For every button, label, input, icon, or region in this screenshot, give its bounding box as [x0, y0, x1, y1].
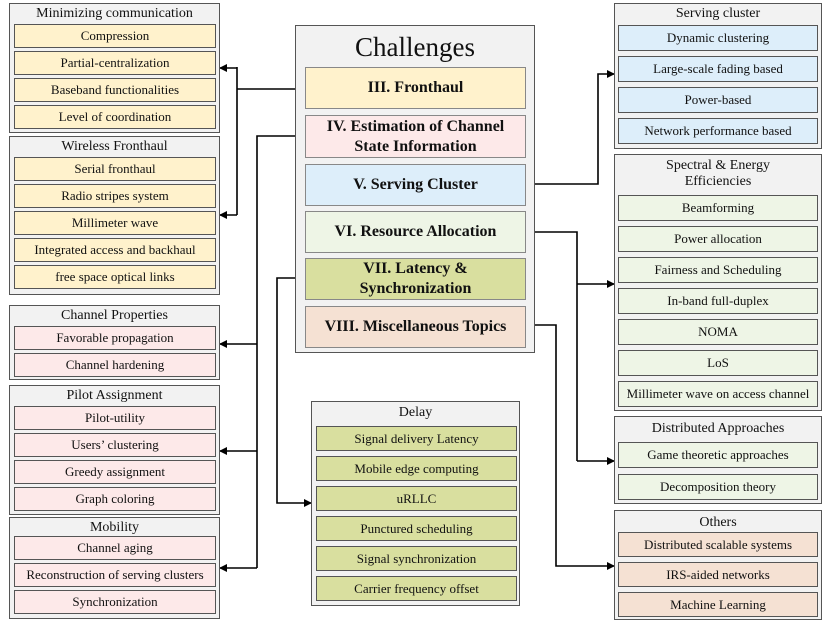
group-distributed-approaches: Distributed Approaches Game theoretic ap…: [614, 416, 822, 504]
item-power-allocation: Power allocation: [618, 226, 818, 252]
arrow-to-serving: [526, 70, 615, 185]
item-decomposition-theory: Decomposition theory: [618, 474, 818, 500]
group-title: Serving cluster: [675, 6, 761, 21]
item-greedy-assignment: Greedy assignment: [14, 460, 216, 484]
item-level-of-coordination: Level of coordination: [14, 105, 216, 129]
item-power-based: Power-based: [618, 87, 818, 113]
item-compression: Compression: [14, 24, 216, 48]
item-los: LoS: [618, 350, 818, 376]
group-title: Pilot Assignment: [66, 388, 163, 403]
item-machine-learning: Machine Learning: [618, 592, 818, 617]
group-minimizing-communication: Minimizing communication Compression Par…: [9, 3, 220, 133]
group-title: Minimizing communication: [36, 6, 193, 21]
group-title: Mobility: [89, 520, 139, 535]
group-delay: Delay Signal delivery Latency Mobile edg…: [311, 401, 520, 606]
group-wireless-fronthaul: Wireless Fronthaul Serial fronthaul Radi…: [9, 136, 220, 295]
group-title: Channel Properties: [61, 308, 168, 323]
group-spectral-energy: Spectral & Energy Efficiencies Beamformi…: [614, 154, 822, 411]
item-mmwave-access: Millimeter wave on access channel: [618, 381, 818, 407]
challenge-csi-estimation: IV. Estimation of Channel State Informat…: [305, 115, 526, 158]
item-millimeter-wave: Millimeter wave: [14, 211, 216, 235]
item-game-theoretic: Game theoretic approaches: [618, 442, 818, 468]
item-large-scale-fading: Large-scale fading based: [618, 56, 818, 82]
item-serial-fronthaul: Serial fronthaul: [14, 157, 216, 181]
challenge-misc-topics: VIII. Miscellaneous Topics: [305, 306, 526, 348]
item-fairness-scheduling: Fairness and Scheduling: [618, 257, 818, 283]
challenge-fronthaul: III. Fronthaul: [305, 67, 526, 109]
item-free-space-optical: free space optical links: [14, 265, 216, 289]
group-title: Distributed Approaches: [651, 421, 785, 436]
group-title: Delay: [398, 405, 433, 420]
item-radio-stripes: Radio stripes system: [14, 184, 216, 208]
challenge-latency-sync: VII. Latency & Synchronization: [305, 258, 526, 300]
challenges-box: Challenges III. Fronthaul IV. Estimation…: [295, 25, 535, 353]
group-title: Spectral & Energy Efficiencies: [666, 158, 770, 189]
item-punctured-scheduling: Punctured scheduling: [316, 516, 517, 541]
item-mobile-edge-computing: Mobile edge computing: [316, 456, 517, 481]
item-baseband-functionalities: Baseband functionalities: [14, 78, 216, 102]
item-in-band-full-duplex: In-band full-duplex: [618, 288, 818, 314]
group-pilot-assignment: Pilot Assignment Pilot-utility Users’ cl…: [9, 385, 220, 515]
group-title: Wireless Fronthaul: [61, 139, 168, 154]
item-users-clustering: Users’ clustering: [14, 433, 216, 457]
item-dynamic-clustering: Dynamic clustering: [618, 25, 818, 51]
item-carrier-frequency-offset: Carrier frequency offset: [316, 576, 517, 601]
group-others: Others Distributed scalable systems IRS-…: [614, 510, 822, 620]
group-serving-cluster: Serving cluster Dynamic clustering Large…: [614, 3, 822, 149]
item-urllc: uRLLC: [316, 486, 517, 511]
challenges-title: Challenges: [355, 32, 475, 62]
item-beamforming: Beamforming: [618, 195, 818, 221]
item-reconstruction-serving-clusters: Reconstruction of serving clusters: [14, 563, 216, 587]
item-synchronization: Synchronization: [14, 590, 216, 614]
group-title: Others: [699, 515, 737, 530]
item-graph-coloring: Graph coloring: [14, 487, 216, 511]
arrow-to-others: [526, 324, 615, 570]
item-channel-aging: Channel aging: [14, 536, 216, 560]
item-signal-synchronization: Signal synchronization: [316, 546, 517, 571]
item-pilot-utility: Pilot-utility: [14, 406, 216, 430]
item-favorable-propagation: Favorable propagation: [14, 326, 216, 350]
item-partial-centralization: Partial-centralization: [14, 51, 216, 75]
item-network-performance: Network performance based: [618, 118, 818, 144]
item-noma: NOMA: [618, 319, 818, 345]
item-channel-hardening: Channel hardening: [14, 353, 216, 377]
challenge-resource-allocation: VI. Resource Allocation: [305, 211, 526, 253]
item-signal-delivery-latency: Signal delivery Latency: [316, 426, 517, 451]
group-mobility: Mobility Channel aging Reconstruction of…: [9, 517, 220, 619]
group-channel-properties: Channel Properties Favorable propagation…: [9, 305, 220, 380]
item-distributed-scalable: Distributed scalable systems: [618, 532, 818, 557]
challenge-serving-cluster: V. Serving Cluster: [305, 164, 526, 206]
item-irs-aided: IRS-aided networks: [618, 562, 818, 587]
item-integrated-access-backhaul: Integrated access and backhaul: [14, 238, 216, 262]
